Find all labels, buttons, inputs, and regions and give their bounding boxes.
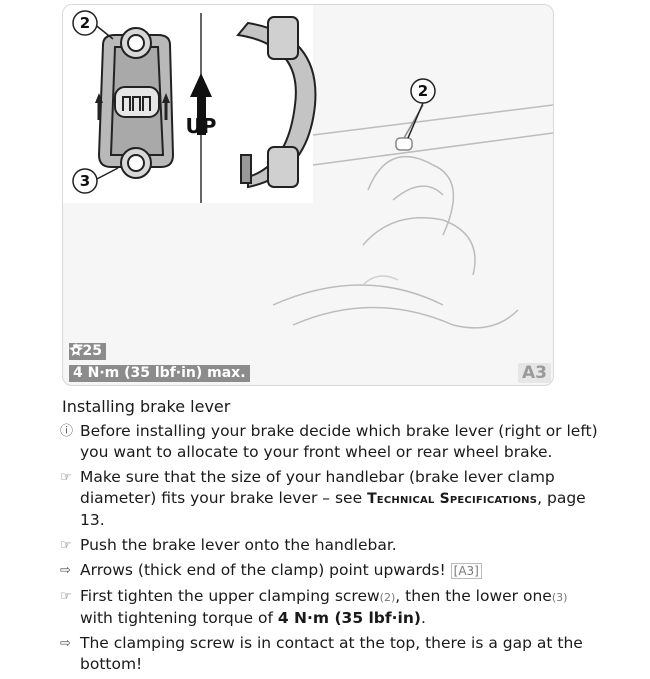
item-text: The clamping screw is in contact at the … [80,634,583,673]
item-text: with tightening torque of [80,609,278,627]
list-item: ☞ Make sure that the size of your handle… [60,467,600,531]
pointing-hand-icon: ☞ [60,538,72,553]
callout-2-main [407,78,436,139]
list-item: ⇨ The clamping screw is in contact at th… [60,633,600,675]
tool-size-text: T25 [73,343,103,359]
brake-lever-drawing [272,104,553,329]
up-arrow-icon [190,73,212,135]
torque-badge: 4 N·m (35 lbf·in) max. [69,365,250,382]
pointing-hand-icon: ☞ [60,470,72,485]
item-text: , then the lower one [395,587,552,605]
figure-reference: [A3] [450,563,482,579]
pointing-hand-icon: ☞ [60,589,72,604]
tool-size-badge: T25 [69,343,107,360]
list-item: ☞ Push the brake lever onto the handleba… [60,535,600,556]
callout-2-upper [72,10,114,40]
clamp-front-view [95,27,175,179]
callout-reference: (3) [551,591,568,604]
section-title: Installing brake lever [62,397,231,416]
item-text: Push the brake lever onto the handlebar. [80,536,397,554]
torx-icon [69,343,83,356]
tool-spec: T25 4 N·m (35 lbf·in) max. [69,343,250,384]
instruction-list: ⓘ Before installing your brake decide wh… [60,421,600,679]
clamp-side-view [236,16,317,189]
callout-3-lower-label: 3 [80,172,90,190]
callout-2-main-label: 2 [418,82,428,100]
illustration-figure: 2 3 2 UP T25 4 N·m (35 lbf·in) max. A3 [62,4,554,386]
cross-reference: Technical Specifications [367,491,538,507]
result-arrow-icon: ⇨ [60,563,71,578]
item-text-end: , page 13. [80,489,586,529]
item-text: Before installing your brake decide whic… [80,422,598,461]
figure-label: A3 [518,363,551,383]
info-icon: ⓘ [60,424,74,439]
item-text: First tighten the upper clamping screw [80,587,380,605]
list-item: ☞ First tighten the upper clamping screw… [60,586,600,629]
up-label: UP [186,114,217,138]
callout-reference: (2) [379,591,396,604]
torque-value: 4 N·m (35 lbf·in) [277,609,421,627]
callout-2-upper-label: 2 [80,14,90,32]
brake-lever-illustration: 2 3 2 UP [63,5,553,329]
item-text: Arrows (thick end of the clamp) point up… [80,561,446,579]
list-item: ⓘ Before installing your brake decide wh… [60,421,600,463]
list-item: ⇨ Arrows (thick end of the clamp) point … [60,560,600,582]
item-text: Make sure that the size of your handleba… [80,468,555,507]
result-arrow-icon: ⇨ [60,636,71,651]
callout-3-lower [72,167,119,194]
item-text-end: . [420,609,426,627]
